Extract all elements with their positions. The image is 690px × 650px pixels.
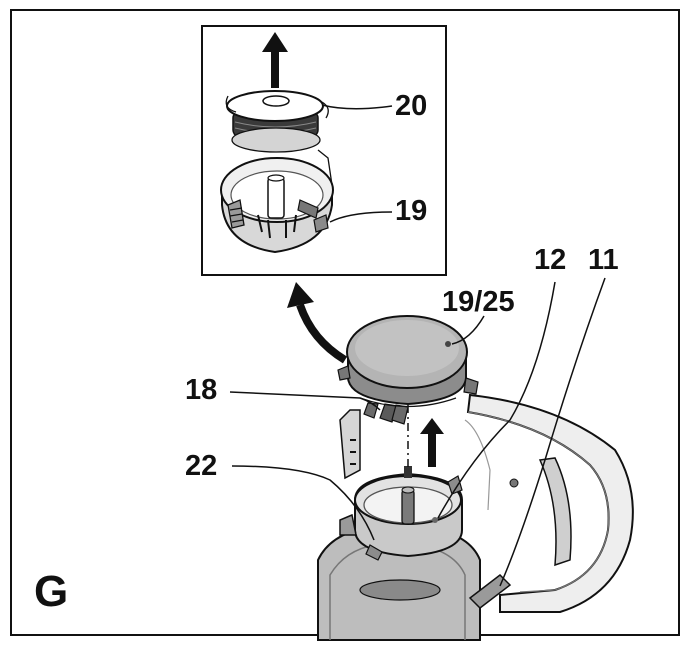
- inset-arrow-up-icon: [262, 32, 288, 88]
- guard: [464, 393, 634, 613]
- callout-22: 22: [185, 450, 218, 482]
- callout-18: 18: [185, 374, 218, 406]
- callout-19: 19: [395, 195, 428, 227]
- callout-12: 12: [534, 244, 567, 276]
- leader-19-25: [451, 315, 485, 345]
- figure-letter: G: [34, 567, 69, 616]
- housing-base: [339, 409, 463, 561]
- spool-housing: [220, 149, 334, 254]
- callout-11: 11: [588, 244, 619, 276]
- callout-19-25: 19/25: [442, 286, 515, 318]
- leader-lines: [229, 104, 606, 587]
- leader-18: [229, 391, 381, 411]
- curved-arrow-icon: [287, 282, 348, 364]
- spool: [225, 90, 329, 153]
- cap-assembly: [337, 315, 479, 425]
- callout-20: 20: [395, 90, 428, 122]
- leader-22: [231, 465, 375, 541]
- leader-12: [437, 281, 556, 519]
- arrow-up-icon: [420, 418, 444, 467]
- leader-19: [329, 211, 393, 223]
- leader-20: [321, 104, 393, 110]
- leader-11: [499, 277, 606, 587]
